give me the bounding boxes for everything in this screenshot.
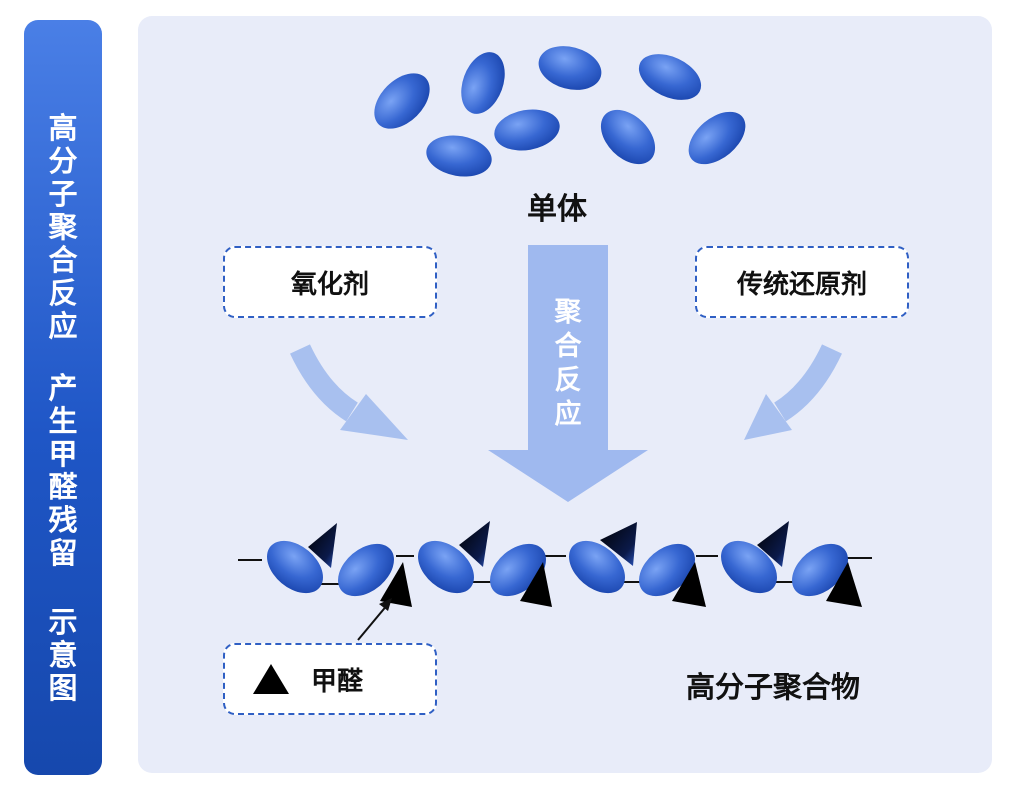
formaldehyde-triangle: [459, 521, 490, 567]
polymer-chain: [238, 521, 872, 607]
formaldehyde-triangle: [520, 562, 552, 607]
reaction-char: 反: [554, 365, 582, 396]
oxidant-label: 氧化剂: [290, 269, 369, 300]
sidebar-char: 产: [48, 371, 78, 405]
reducer-box: 传统还原剂: [695, 246, 909, 318]
sidebar-panel: 高 分 子 聚 合 反 应 产 生 甲 醛 残 留 示 意 图: [24, 20, 102, 775]
monomer: [494, 109, 560, 151]
legend-label: 甲醛: [311, 666, 364, 697]
polymer-unit: [639, 543, 695, 597]
monomer: [600, 109, 656, 165]
polymer-unit: [721, 540, 777, 594]
sidebar-char: 反: [48, 276, 78, 310]
reaction-arrow-label: 聚 合 反 应: [548, 296, 588, 432]
sidebar-char: 应: [48, 309, 78, 343]
monomer-cluster: [374, 46, 746, 177]
reaction-char: 聚: [554, 297, 582, 328]
formaldehyde-triangle: [380, 562, 412, 607]
triangle-icon: [253, 664, 289, 694]
sidebar-char: 分: [48, 144, 78, 178]
monomer: [638, 54, 702, 100]
sidebar-char: 醛: [48, 470, 78, 504]
sidebar-char: 聚: [48, 210, 78, 244]
formaldehyde-triangle: [826, 562, 862, 607]
polymer-unit: [792, 543, 848, 597]
legend-box: 甲醛: [223, 643, 437, 715]
oxidant-arrow: [290, 344, 408, 440]
reducer-label: 传统还原剂: [736, 269, 867, 300]
sidebar-title: 高 分 子 聚 合 反 应: [24, 112, 102, 343]
sidebar-char: 生: [48, 404, 78, 438]
sidebar-char: 留: [48, 536, 78, 570]
sidebar-char: 合: [48, 243, 78, 277]
reaction-char: 应: [554, 399, 582, 430]
monomer: [688, 111, 746, 165]
sidebar-char: 图: [48, 671, 78, 705]
sidebar-char: 示: [48, 605, 78, 639]
polymer-label: 高分子聚合物: [686, 670, 861, 704]
legend-pointer: [357, 598, 392, 641]
reaction-char: 合: [554, 331, 582, 362]
formaldehyde-triangle: [600, 522, 637, 566]
formaldehyde-triangle: [672, 562, 706, 607]
sidebar-char: 甲: [48, 437, 78, 471]
sidebar-char: 残: [48, 503, 78, 537]
reducer-arrow: [744, 344, 842, 440]
monomer: [374, 73, 430, 129]
polymer-unit: [418, 540, 474, 594]
sidebar-subtitle: 产 生 甲 醛 残 留: [24, 372, 102, 570]
formaldehyde-triangle: [757, 521, 789, 567]
oxidant-box: 氧化剂: [223, 246, 437, 318]
monomer: [538, 46, 602, 90]
monomer-label: 单体: [527, 192, 587, 227]
reaction-arrow: [488, 245, 648, 502]
polymer-unit: [338, 543, 394, 597]
sidebar-char: 意: [48, 638, 78, 672]
polymer-unit: [267, 540, 323, 594]
polymer-unit: [569, 540, 625, 594]
sidebar-char: 子: [48, 177, 78, 211]
formaldehyde-triangle: [308, 523, 337, 568]
monomer: [426, 135, 492, 177]
sidebar-caption: 示 意 图: [24, 606, 102, 705]
monomer: [461, 52, 505, 114]
sidebar-char: 高: [48, 111, 78, 145]
